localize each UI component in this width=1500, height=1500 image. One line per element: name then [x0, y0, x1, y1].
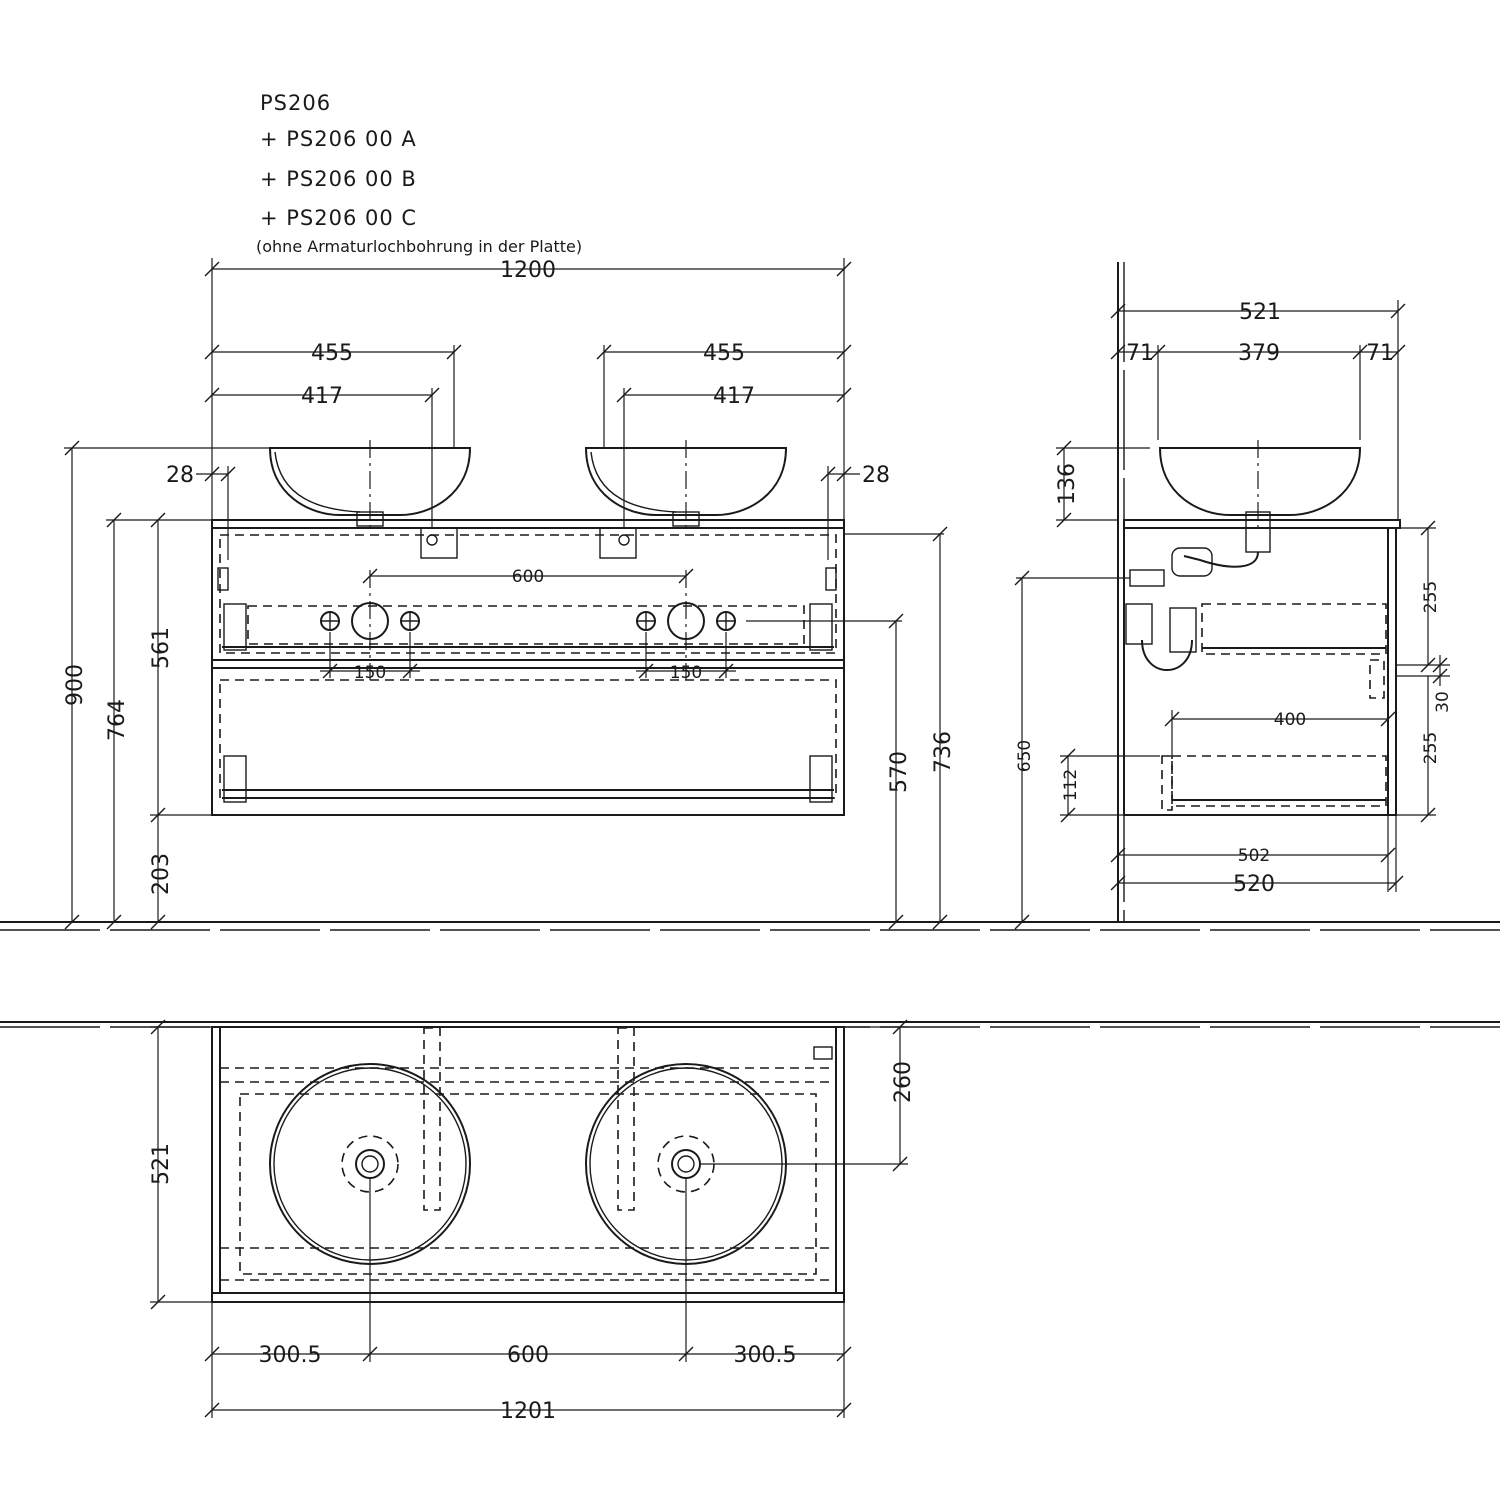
- model-number: PS206: [260, 91, 331, 115]
- floor-line-front: [0, 921, 1500, 931]
- dim-side-drawer-depth: 400: [1274, 710, 1306, 730]
- side-bowl: [1158, 447, 1362, 516]
- dim-overall-width: 1200: [500, 258, 556, 283]
- countertop: [211, 519, 845, 529]
- dim-side-offset-right: 71: [1366, 341, 1394, 366]
- top-tap-left: [423, 1027, 441, 1211]
- dim-drain-height: 570: [887, 751, 912, 793]
- dim-top-depth: 521: [149, 1143, 174, 1185]
- variant-b: + PS206 00 B: [260, 167, 417, 191]
- front-view: 1200 455 455 417 417 28 28 900: [63, 258, 956, 930]
- dim-top-edge-right: 300.5: [734, 1343, 797, 1368]
- drilling-note: (ohne Armaturlochbohrung in der Platte): [256, 237, 582, 256]
- dim-side-drain-height: 650: [1015, 740, 1035, 772]
- bowl-left: [268, 447, 472, 516]
- dim-side-drawer-upper: 255: [1421, 581, 1441, 613]
- dim-top-center-spacing: 600: [507, 1343, 549, 1368]
- tap-fixture-left: [420, 527, 458, 559]
- dim-floor-gap: 203: [149, 853, 174, 895]
- dim-side-inner-depth: 502: [1238, 846, 1270, 866]
- dim-tap-span-left: 417: [301, 384, 343, 409]
- side-cabinet: [1123, 527, 1397, 816]
- dim-edge-left: 28: [166, 463, 194, 488]
- side-view: 521 71 379 71 136 650 112 255 30: [1014, 262, 1453, 930]
- dim-side-plinth: 112: [1061, 769, 1081, 801]
- dim-side-drawer-lower: 255: [1421, 732, 1441, 764]
- top-view: 521 260 300.5 600 300.5 1201: [149, 1019, 916, 1424]
- dim-top-edge-left: 300.5: [259, 1343, 322, 1368]
- dim-bowl-span-left: 455: [311, 341, 353, 366]
- dim-top-drain-offset: 260: [891, 1061, 916, 1103]
- dim-drain-spacing: 600: [512, 567, 544, 587]
- variant-a: + PS206 00 A: [260, 127, 417, 151]
- dim-top-height: 764: [105, 699, 130, 741]
- dim-side-drawer-gap: 30: [1433, 691, 1453, 713]
- tap-fixture-right: [599, 527, 637, 559]
- bowl-right: [584, 447, 788, 516]
- side-countertop: [1123, 519, 1401, 529]
- dim-hole-spacing-right: 150: [670, 663, 702, 683]
- dim-top-overall-width: 1201: [500, 1399, 556, 1424]
- dim-bowl-span-right: 455: [703, 341, 745, 366]
- dim-side-depth-top: 521: [1239, 300, 1281, 325]
- siphon: [1183, 551, 1259, 568]
- dim-tap-span-right: 417: [713, 384, 755, 409]
- dim-side-bowl-height: 136: [1055, 463, 1080, 505]
- dim-countertop-height: 736: [931, 731, 956, 773]
- dim-side-outer-depth: 520: [1233, 872, 1275, 897]
- dim-cabinet-height: 561: [149, 627, 174, 669]
- top-tap-right: [617, 1027, 635, 1211]
- variant-c: + PS206 00 C: [260, 206, 417, 230]
- dim-overall-height: 900: [63, 664, 88, 706]
- dim-side-offset-left: 71: [1126, 341, 1154, 366]
- dim-edge-right: 28: [862, 463, 890, 488]
- dim-hole-spacing-left: 150: [354, 663, 386, 683]
- title-block: PS206 + PS206 00 A + PS206 00 B + PS206 …: [256, 91, 582, 256]
- dim-side-bowl-diameter: 379: [1238, 341, 1280, 366]
- cabinet-body: [211, 527, 845, 816]
